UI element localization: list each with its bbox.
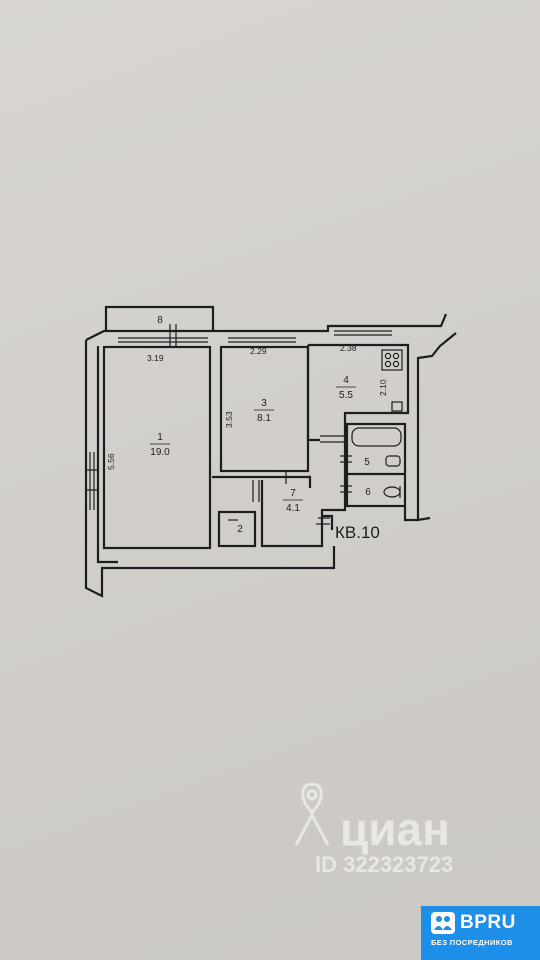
door-marks (169, 324, 352, 525)
bathroom-walls (345, 422, 407, 508)
room-6-number: 6 (365, 487, 371, 498)
room-5-number: 5 (364, 457, 370, 468)
room-4-area: 5.5 (339, 390, 353, 401)
room-4-number: 4 (343, 375, 349, 386)
room-7-area: 4.1 (286, 503, 300, 514)
badge-subtitle: БЕЗ ПОСРЕДНИКОВ (431, 938, 513, 947)
balcony-outline (104, 305, 215, 332)
watermark-brand: циан (340, 803, 450, 855)
room-2-number: 2 (237, 524, 243, 535)
room-1-area: 19.0 (150, 447, 170, 458)
room-2-walls (217, 510, 257, 548)
stove-icon (381, 349, 403, 371)
cian-watermark: циан ID 322323723 (294, 782, 453, 877)
room-1-number: 1 (157, 432, 163, 443)
room-1-walls (102, 345, 212, 550)
room-8-number: 8 (157, 315, 163, 326)
kitchen-sink-icon (391, 401, 403, 412)
entrance-wall (322, 506, 418, 530)
toilet-icon (383, 486, 401, 498)
bathtub-icon (351, 427, 402, 447)
dim-room-4-width: 2.38 (340, 343, 357, 353)
outer-wall-right (416, 332, 457, 522)
dim-room-1-width: 3.19 (147, 353, 164, 363)
room-4-walls (306, 343, 410, 442)
window-left (86, 452, 98, 510)
dim-room-3-depth: 3.53 (224, 411, 234, 428)
window-room-1 (118, 337, 208, 343)
room-3-area: 8.1 (257, 413, 271, 424)
bpru-badge: BPRU БЕЗ ПОСРЕДНИКОВ (421, 906, 540, 960)
badge-logo-text: BPRU (460, 912, 516, 933)
inner-outline-left (96, 346, 118, 564)
apartment-label: КВ.10 (335, 523, 380, 542)
washbasin-icon (385, 455, 401, 467)
window-room-3 (228, 337, 296, 343)
window-room-4 (334, 330, 392, 336)
dim-room-4-depth: 2.10 (378, 379, 388, 396)
room-7-number: 7 (290, 488, 296, 499)
outer-wall (85, 313, 448, 341)
room-3-walls (219, 345, 310, 473)
dim-room-1-depth: 5.56 (106, 453, 116, 470)
people-icon (431, 912, 455, 934)
room-3-number: 3 (261, 398, 267, 409)
location-pin-icon (294, 782, 330, 846)
corridor-7-walls (212, 424, 347, 548)
watermark-id: ID 322323723 (315, 852, 453, 877)
outer-wall-left (84, 340, 336, 598)
dim-room-3-width: 2.29 (250, 346, 267, 356)
